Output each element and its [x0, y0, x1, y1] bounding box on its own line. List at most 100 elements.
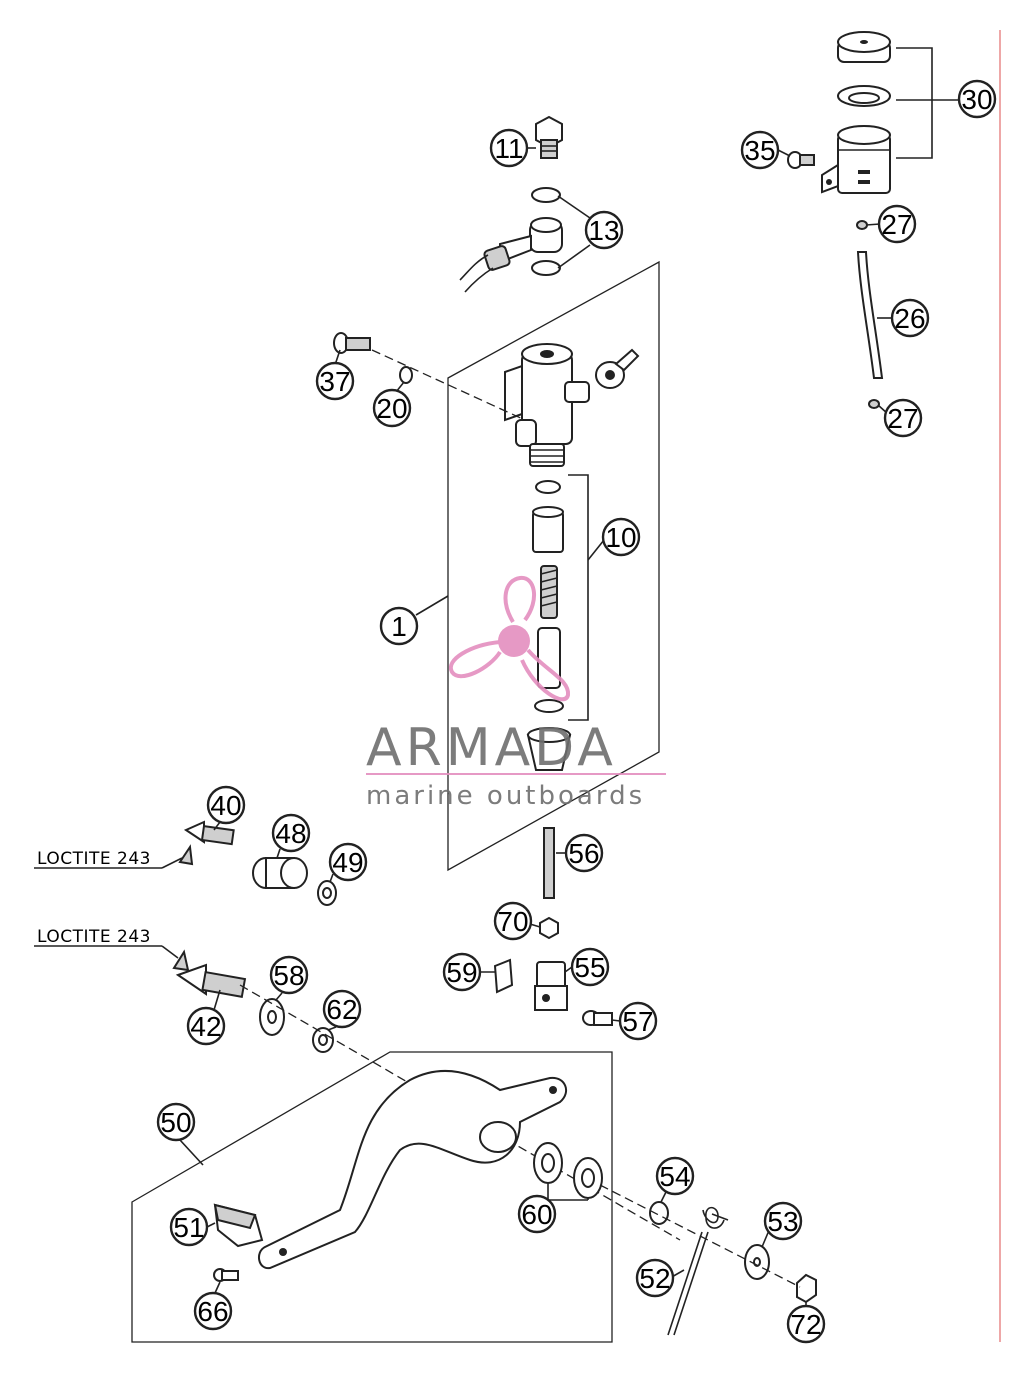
master-cylinder-panel	[447, 260, 660, 872]
lock-nut	[539, 916, 559, 940]
callout-number: 40	[210, 790, 241, 821]
callout-20: 20	[372, 388, 412, 428]
callout-number: 72	[790, 1309, 821, 1340]
callout-circle	[269, 955, 309, 995]
pedal-tip-51	[213, 1203, 264, 1248]
callout-57: 57	[618, 1001, 658, 1041]
callout-circle	[635, 1258, 675, 1298]
callout-27a: 27	[877, 204, 917, 244]
spring-clip	[493, 958, 514, 994]
callout-circle	[883, 398, 923, 438]
circlip	[534, 699, 564, 713]
callout-circle	[193, 1291, 233, 1331]
mounting-screw	[333, 332, 371, 354]
callout-number: 62	[326, 994, 357, 1025]
washer-58	[259, 998, 285, 1036]
hose-clamp-lower	[868, 399, 880, 409]
clevis	[534, 961, 568, 1011]
callout-circle	[379, 606, 419, 646]
callout-circle	[564, 833, 604, 873]
push-rod	[543, 827, 555, 899]
callout-50: 50	[156, 1102, 196, 1142]
callout-number: 1	[391, 611, 407, 642]
callout-27b: 27	[883, 398, 923, 438]
callout-35: 35	[740, 130, 780, 170]
callout-number: 20	[376, 393, 407, 424]
washer-20	[399, 366, 413, 384]
callout-53: 53	[763, 1201, 803, 1241]
callout-40: 40	[206, 785, 246, 825]
callout-circle	[584, 210, 624, 250]
callout-number: 55	[574, 952, 605, 983]
callout-circle	[322, 989, 362, 1029]
bearing-60b	[573, 1157, 603, 1199]
callout-number: 49	[332, 847, 363, 878]
callout-number: 58	[273, 960, 304, 991]
washer-53	[744, 1244, 770, 1280]
callout-circle	[328, 842, 368, 882]
pedal-panel	[131, 1051, 613, 1343]
callout-number: 37	[319, 366, 350, 397]
callout-circle	[442, 952, 482, 992]
banjo-bolt	[535, 115, 563, 159]
reservoir-hose	[856, 251, 884, 379]
callout-number: 42	[190, 1011, 221, 1042]
callout-circle	[618, 1001, 658, 1041]
clevis-pin	[582, 1010, 613, 1026]
callout-number: 35	[744, 135, 775, 166]
callout-number: 51	[173, 1212, 204, 1243]
callout-56: 56	[564, 833, 604, 873]
screw-66	[213, 1268, 239, 1282]
sealing-washer-upper	[531, 187, 561, 203]
callout-circle	[877, 204, 917, 244]
callout-10: 10	[601, 517, 641, 557]
callout-number: 27	[887, 403, 918, 434]
piston	[537, 627, 561, 689]
brand-tagline: marine outboards	[366, 781, 645, 811]
hose-nipple	[595, 348, 640, 389]
brake-pedal-arm	[258, 1069, 568, 1270]
reservoir-diaphragm	[837, 85, 891, 107]
callout-55: 55	[570, 947, 610, 987]
pivot-bolt-42	[175, 963, 247, 998]
loctite-drop-lower	[172, 949, 190, 972]
callout-circle	[786, 1304, 826, 1344]
callout-58: 58	[269, 955, 309, 995]
washer-49	[317, 880, 337, 906]
loctite-label-upper: LOCTITE 243	[37, 849, 151, 869]
callout-1: 1	[379, 606, 419, 646]
callout-number: 57	[622, 1006, 653, 1037]
callout-number: 27	[881, 209, 912, 240]
callout-number: 10	[605, 522, 636, 553]
callout-circle	[372, 388, 412, 428]
callout-11: 11	[489, 128, 529, 168]
callout-circle	[206, 785, 246, 825]
callout-number: 60	[521, 1199, 552, 1230]
callout-52: 52	[635, 1258, 675, 1298]
callout-72: 72	[786, 1304, 826, 1344]
callout-circle	[740, 130, 780, 170]
callout-66: 66	[193, 1291, 233, 1331]
callout-circle	[315, 361, 355, 401]
reservoir-screw	[787, 151, 815, 169]
callout-30: 30	[957, 79, 997, 119]
callout-number: 13	[588, 215, 619, 246]
callout-circle	[489, 128, 529, 168]
callout-circle	[890, 298, 930, 338]
callout-circle	[570, 947, 610, 987]
brand-name: ARMADA	[366, 718, 617, 778]
callout-circle	[517, 1194, 557, 1234]
callout-circle	[186, 1006, 226, 1046]
callout-number: 50	[160, 1107, 191, 1138]
pivot-screw-40	[183, 820, 235, 846]
nut-72	[796, 1273, 817, 1304]
hose-clamp-upper	[856, 220, 868, 230]
callout-number: 53	[767, 1206, 798, 1237]
callout-48: 48	[271, 813, 311, 853]
callout-59: 59	[442, 952, 482, 992]
callout-number: 54	[659, 1161, 690, 1192]
axis-screw	[371, 349, 526, 421]
washer-54	[649, 1201, 669, 1225]
